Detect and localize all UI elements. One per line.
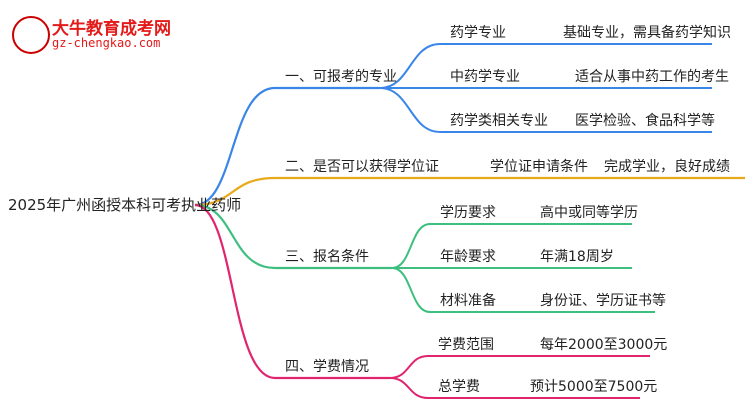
b4-item-1-key: 学费范围: [438, 337, 494, 353]
b3-item-3-key: 材料准备: [440, 293, 496, 309]
branch-2-label: 二、是否可以获得学位证: [285, 159, 439, 175]
connector-b1-item-1: [379, 43, 712, 89]
b1-item-3-value: 医学检验、食品科学等: [575, 113, 715, 129]
b1-item-1-key: 药学专业: [450, 25, 506, 41]
b1-item-2-value: 适合从事中药工作的考生: [575, 69, 729, 85]
b4-item-2-value: 预计5000至7500元: [530, 379, 658, 395]
b4-item-1-value: 每年2000至3000元: [540, 337, 668, 353]
branch-4-label: 四、学费情况: [285, 359, 369, 375]
b3-item-3-value: 身份证、学历证书等: [540, 293, 666, 309]
connector-b4-item-1: [389, 355, 650, 379]
logo-url: gz-chengkao.com: [52, 36, 161, 50]
b1-item-3-key: 药学类相关专业: [450, 113, 548, 129]
connector-b3-item-1: [391, 223, 632, 269]
connector-b3-item-3: [391, 267, 655, 313]
root-node: 2025年广州函授本科可考执业药师: [8, 196, 242, 214]
logo-title: 大牛教育成考网: [52, 19, 171, 39]
logo-icon: [12, 16, 50, 54]
connector-root-branch-4: [194, 203, 390, 380]
connector-root-branch-3: [194, 203, 392, 270]
b1-item-1-value: 基础专业，需具备药学知识: [563, 25, 731, 41]
b4-item-2-key: 总学费: [438, 379, 480, 395]
b1-item-2-key: 中药学专业: [450, 69, 520, 85]
b2-item-1-key: 学位证申请条件: [490, 159, 588, 175]
b3-item-1-value: 高中或同等学历: [540, 205, 638, 221]
b3-item-2-key: 年龄要求: [440, 249, 496, 265]
connector-root-branch-2: [194, 176, 745, 207]
connector-b4-item-2: [389, 377, 640, 399]
connector-b1-item-3: [379, 87, 712, 133]
branch-3-label: 三、报名条件: [285, 249, 369, 265]
branch-1-label: 一、可报考的专业: [285, 69, 397, 85]
b2-item-1-value: 完成学业，良好成绩: [604, 159, 730, 175]
b3-item-1-key: 学历要求: [440, 205, 496, 221]
b3-item-2-value: 年满18周岁: [540, 249, 614, 265]
connector-root-branch-1: [194, 86, 380, 207]
